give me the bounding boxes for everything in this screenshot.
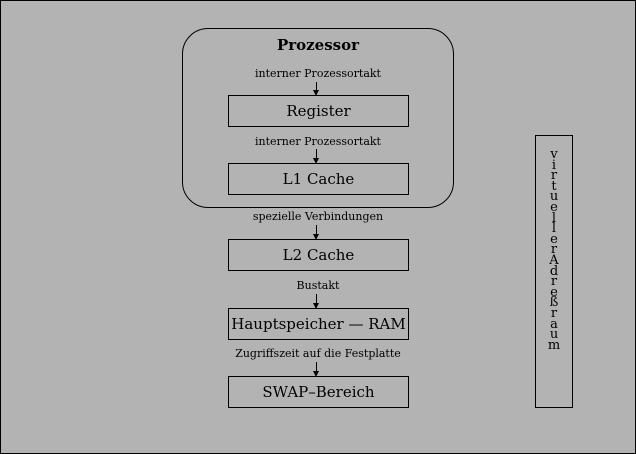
processor-container	[182, 28, 454, 208]
l1-cache-box: L1 Cache	[228, 163, 409, 195]
label-special-connections: spezielle Verbindungen	[252, 210, 384, 223]
arrow-to-l1-cache	[313, 149, 319, 164]
register-box: Register	[228, 95, 409, 127]
arrow-to-swap	[313, 362, 319, 377]
arrow-to-register	[313, 82, 319, 96]
label-internal-clock-2: interner Prozessortakt	[255, 135, 381, 148]
l2-cache-box: L2 Cache	[228, 239, 409, 271]
label-internal-clock-1: interner Prozessortakt	[255, 67, 381, 80]
label-disk-access-time: Zugriffszeit auf die Festplatte	[235, 347, 401, 360]
processor-title: Prozessor	[276, 36, 360, 54]
ram-box: Hauptspeicher — RAM	[228, 308, 409, 340]
swap-box: SWAP–Bereich	[228, 376, 409, 408]
arrow-to-l2-cache	[313, 225, 319, 240]
arrow-to-ram	[313, 294, 319, 309]
label-bus-clock: Bustakt	[296, 279, 340, 292]
virtual-address-space-label: v i r t u e l l e r A d r e ß r a u m	[547, 147, 561, 353]
virtual-address-space-box: v i r t u e l l e r A d r e ß r a u m	[535, 135, 573, 408]
